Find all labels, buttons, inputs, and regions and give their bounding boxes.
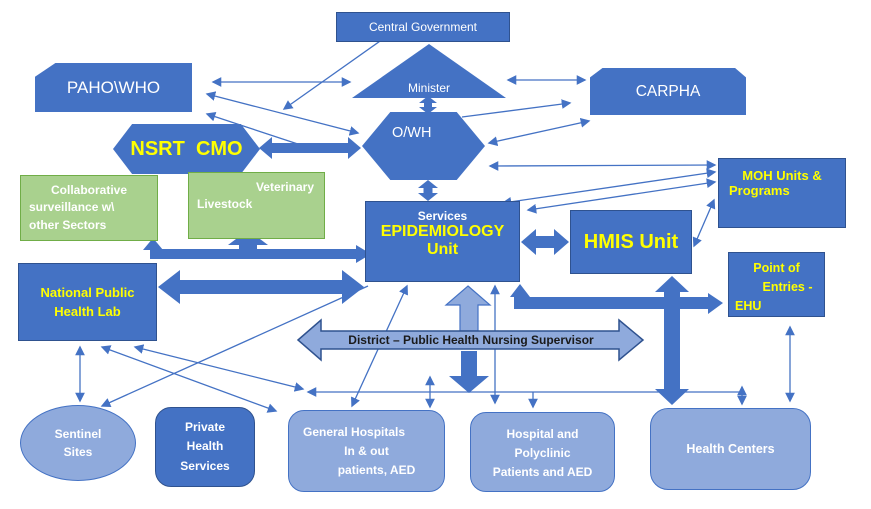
minister-label: Minister [407,81,450,95]
sentinel-line1: Sentinel [54,427,102,441]
node-central-government: Central Government [336,12,510,42]
arrow-nsrt-owh-thick [259,137,361,159]
paho-who-label: PAHO\WHO [66,77,161,97]
arrow-owh-carpha-lower [487,118,591,146]
hospital-polyclinic-line3: Patients and AED [492,465,593,480]
poe-line2: Entries - [762,279,813,294]
district-supervisor-label: District – Public Health Nursing Supervi… [348,332,594,347]
epidemiology-line2: EPIDEMIOLOGY Unit [380,223,505,258]
node-nsrt-cmo: NSRT CMO [113,124,260,174]
arrow-hmis-moh [692,198,716,248]
node-health-centers: Health Centers [650,408,811,490]
carpha-label: CARPHA [635,82,701,100]
hospital-polyclinic-line2: Polyclinic [514,446,571,461]
arrow-lab-distributionline [133,344,305,392]
poe-line3: EHU [735,298,762,313]
moh-units-line2: Programs [729,183,790,198]
private-health-line1: Private [184,420,226,435]
general-hospitals-line1: General Hospitals [303,425,406,439]
collaborative-line1: Collaborative [50,183,128,197]
node-private-health-services: Private Health Services [155,407,255,487]
private-health-line3: Services [180,458,230,473]
central-government-label: Central Government [368,20,478,34]
arrow-owh-epi-thick [418,180,438,201]
poe-line1: Point of [753,261,800,275]
arrow-centralgov-left-cluster [282,38,384,110]
arrow-owh-carpha-upper [461,99,572,118]
hmis-unit-label: HMIS Unit [583,230,679,253]
arrow-epi-poe-elbow [510,284,723,314]
node-hmis-unit: HMIS Unit [570,210,692,274]
collaborative-line2: surveillance w\ [29,200,115,215]
arrow-district-epi-up-light [444,285,492,332]
node-national-public-health-lab: National Public Health Lab [18,263,157,341]
arrow-district-down-thick [449,351,489,393]
veterinary-line1: Veterinary [255,180,314,194]
nphl-line2: Health Lab [54,304,121,319]
arrow-minister-owh-thick [419,96,437,114]
arrow-epi-hmis-thick [521,229,569,255]
epidemiology-line1: Services [417,209,468,223]
arrow-lab-epi-thick [158,270,364,304]
owh-label: O/WH [392,125,432,141]
general-hospitals-line3: patients, AED [337,463,416,478]
node-moh-units: MOH Units & Programs [718,158,846,228]
node-general-hospitals: General Hospitals In & out patients, AED [288,410,445,492]
nphl-line1: National Public [40,284,135,300]
nsrt-cmo-label: NSRT CMO [130,137,243,160]
veterinary-line2: Livestock [197,197,253,212]
node-owh: O/WH [362,112,485,180]
node-paho-who: PAHO\WHO [35,63,192,112]
arrow-epi-moh-1 [501,168,717,207]
node-veterinary-livestock: Veterinary Livestock [188,172,325,239]
moh-units-line1: MOH Units & [742,168,822,183]
node-hospital-polyclinic: Hospital and Polyclinic Patients and AED [470,412,615,492]
health-centers-label: Health Centers [686,442,775,456]
node-collaborative-surveillance: Collaborative surveillance w\ other Sect… [20,175,158,241]
arrow-owh-moh [488,160,717,171]
node-minister-triangle: Minister [352,44,506,98]
node-point-of-entries: Point of Entries - EHU [728,252,825,317]
general-hospitals-line2: In & out [344,444,389,459]
arrow-lab-generalhospitals [100,345,278,413]
collaborative-line3: other Sectors [29,217,107,232]
node-sentinel-sites: Sentinel Sites [20,405,136,481]
node-epidemiology-unit: Services EPIDEMIOLOGY Unit [365,201,520,282]
arrow-hmis-healthcenters-thick [655,276,689,405]
node-carpha: CARPHA [590,68,746,115]
private-health-line2: Health [186,439,224,454]
hospital-polyclinic-line1: Hospital and [506,427,579,441]
arrow-epi-moh-2 [526,178,717,214]
district-supervisor-banner: District – Public Health Nursing Supervi… [320,329,622,350]
sentinel-line2: Sites [63,445,93,459]
